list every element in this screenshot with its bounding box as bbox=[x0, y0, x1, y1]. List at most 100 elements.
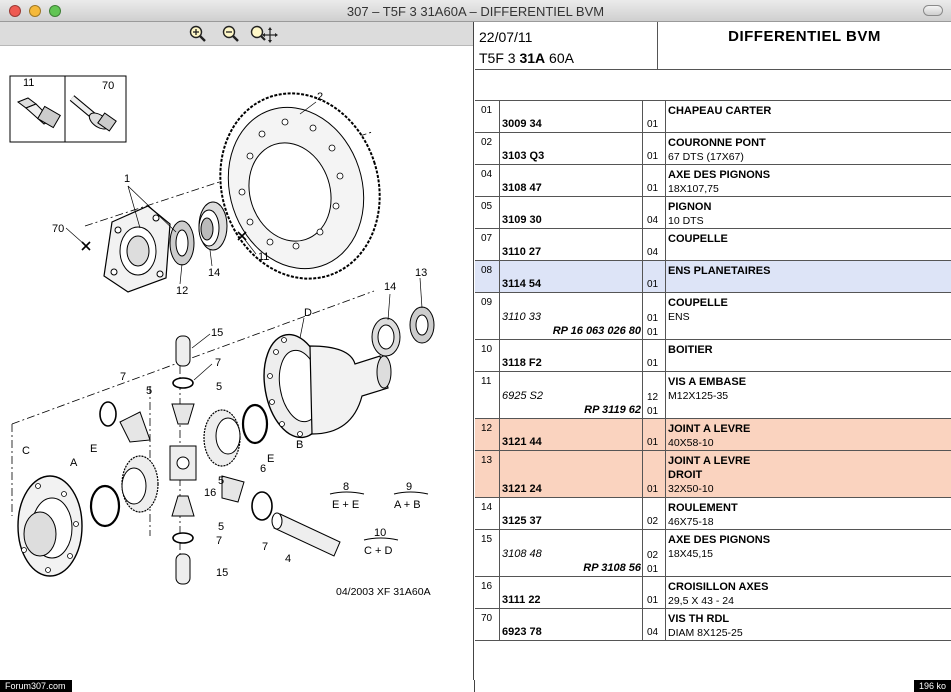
header-ref-bold: 31A bbox=[519, 50, 546, 66]
label-e-left: E bbox=[90, 443, 97, 455]
label-5-top: 5 bbox=[216, 381, 222, 393]
column-divider bbox=[642, 261, 643, 292]
column-divider bbox=[642, 372, 643, 418]
column-divider bbox=[665, 419, 666, 450]
label-70: 70 bbox=[52, 223, 64, 235]
column-divider bbox=[665, 101, 666, 132]
planetary-cover-part bbox=[17, 475, 83, 577]
header-ref-suffix: 60A bbox=[545, 50, 574, 66]
description-title: ROULEMENT bbox=[668, 502, 738, 514]
column-divider bbox=[665, 372, 666, 418]
column-divider bbox=[665, 165, 666, 196]
part-reference: 3110 33 bbox=[502, 311, 541, 323]
description-detail: DIAM 8X125-25 bbox=[668, 627, 743, 639]
part-number: 16 bbox=[481, 581, 493, 592]
description-detail: 29,5 X 43 - 24 bbox=[668, 595, 734, 607]
quantity: 01 bbox=[647, 358, 659, 369]
part-reference: 3103 Q3 bbox=[502, 150, 545, 162]
column-divider bbox=[665, 609, 666, 640]
status-left: Forum307.com bbox=[0, 680, 72, 692]
description-title: AXE DES PIGNONS bbox=[668, 169, 771, 181]
quantity-primary: 01 bbox=[647, 313, 659, 324]
column-divider bbox=[642, 197, 643, 228]
part-reference: 3121 24 bbox=[502, 483, 542, 495]
bearing-14-part bbox=[198, 201, 228, 251]
column-divider bbox=[665, 293, 666, 339]
label-7-bottom: 7 bbox=[262, 541, 268, 553]
part-number: 04 bbox=[481, 169, 493, 180]
header-ref-prefix: T5F 3 bbox=[479, 50, 520, 66]
ring-b-part bbox=[241, 403, 269, 445]
label-a: A bbox=[70, 457, 78, 469]
part-description: ENS PLANETAIRES bbox=[668, 264, 770, 278]
label-6: 6 bbox=[260, 463, 266, 475]
part-reference: 6925 S2 bbox=[502, 390, 543, 402]
close-window-button[interactable] bbox=[9, 5, 21, 17]
toolbar-toggle-button[interactable] bbox=[923, 5, 943, 16]
part-number: 10 bbox=[481, 344, 493, 355]
column-divider bbox=[642, 340, 643, 371]
column-divider bbox=[499, 498, 500, 529]
part-description: BOITIER bbox=[668, 343, 713, 357]
column-divider bbox=[642, 229, 643, 260]
window-title: 307 – T5F 3 31A60A – DIFFERENTIEL BVM bbox=[346, 4, 605, 19]
differential-housing-part bbox=[263, 333, 392, 439]
quantity: 01 bbox=[647, 279, 659, 290]
part-reference: 3114 54 bbox=[502, 278, 542, 290]
column-divider bbox=[642, 419, 643, 450]
minimize-window-button[interactable] bbox=[29, 5, 41, 17]
label-5-left: 5 bbox=[146, 385, 152, 397]
label-14: 14 bbox=[208, 267, 220, 279]
quantity: 01 bbox=[647, 151, 659, 162]
zoom-out-button[interactable] bbox=[219, 24, 241, 44]
column-divider bbox=[642, 133, 643, 164]
part-number: 15 bbox=[481, 534, 493, 545]
replacement-reference: RP 3108 56 bbox=[583, 562, 641, 574]
zoom-in-button[interactable] bbox=[186, 24, 208, 44]
ring-a-part bbox=[89, 484, 121, 528]
description-detail: 18X45,15 bbox=[668, 548, 713, 560]
zoom-pan-button[interactable] bbox=[248, 24, 280, 44]
lip-seal-13-part bbox=[409, 306, 435, 344]
quantity: 01 bbox=[647, 327, 659, 338]
column-divider bbox=[499, 293, 500, 339]
description-title: AXE DES PIGNONS bbox=[668, 534, 771, 546]
header-title: DIFFERENTIEL BVM bbox=[728, 28, 881, 45]
replacement-reference: RP 3119 62 bbox=[584, 404, 641, 416]
quantity: 01 bbox=[647, 437, 659, 448]
cross-shaft-part bbox=[169, 445, 197, 481]
column-divider bbox=[499, 229, 500, 260]
label-7-lower: 7 bbox=[216, 535, 222, 547]
part-description: COUPELLE bbox=[668, 232, 728, 246]
quantity-primary: 02 bbox=[647, 550, 659, 561]
label-15-bottom: 15 bbox=[216, 567, 228, 579]
legend-8-number: 8 bbox=[343, 481, 349, 493]
part-number: 13 bbox=[481, 455, 493, 466]
label-70-inset: 70 bbox=[102, 80, 114, 92]
status-file-size: 196 ko bbox=[913, 680, 951, 692]
zoom-window-button[interactable] bbox=[49, 5, 61, 17]
carter-cap-part bbox=[103, 205, 171, 293]
column-divider bbox=[665, 577, 666, 608]
